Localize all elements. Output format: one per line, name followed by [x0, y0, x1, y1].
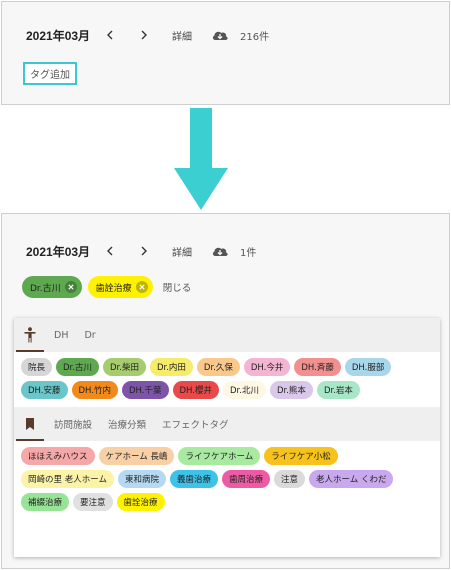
tag-chip[interactable]: ケアホーム 長嶋 [98, 447, 175, 465]
tag-add-button[interactable]: タグ追加 [23, 62, 77, 85]
selected-tag-label: Dr.古川 [30, 283, 61, 294]
tab-staff-dh[interactable]: DH [54, 329, 69, 341]
month-label: 2021年03月 [26, 28, 91, 43]
tag-chip[interactable]: Dr.岩本 [316, 381, 360, 399]
tag-chip[interactable]: 要注意 [73, 493, 113, 511]
tag-chip[interactable]: 岡崎の里 老人ホーム [21, 470, 114, 488]
person-icon [24, 327, 36, 343]
tag-chip[interactable]: Dr.久保 [196, 358, 240, 376]
next-month-button[interactable] [136, 27, 152, 43]
record-count: 1件 [240, 247, 257, 259]
next-month-button[interactable] [136, 243, 152, 259]
top-panel: 2021年03月 詳細 216件 タグ追加 [1, 1, 450, 105]
month-label: 2021年03月 [26, 244, 91, 259]
cloud-download-icon [212, 31, 228, 40]
month-header: 2021年03月 詳細 216件 [26, 26, 269, 44]
tab-bookmark[interactable] [14, 407, 46, 441]
tag-chip[interactable]: 注意 [274, 470, 306, 488]
download-button[interactable] [210, 27, 230, 43]
close-icon [68, 284, 74, 290]
tab-staff-person[interactable] [14, 318, 46, 352]
selected-tags: Dr.古川 歯詮治療 閉じる [22, 276, 191, 298]
tag-chip[interactable]: ほほえみハウス [21, 447, 95, 465]
tag-chip[interactable]: 義歯治療 [169, 470, 218, 488]
tag-chip[interactable]: 老人ホーム くわだ [309, 470, 394, 488]
tag-chip[interactable]: DH.千葉 [122, 381, 169, 399]
detail-link[interactable]: 詳細 [172, 31, 193, 43]
tag-chip[interactable]: ライフケア小松 [264, 447, 338, 465]
tag-chip[interactable]: DH.今井 [243, 358, 291, 376]
tab-staff-dr[interactable]: Dr [84, 329, 96, 341]
remove-tag-button[interactable] [64, 281, 77, 293]
tag-chip[interactable]: Dr.柴田 [102, 358, 146, 376]
chevron-left-icon [107, 30, 113, 40]
chevron-right-icon [141, 30, 148, 40]
cloud-download-icon [212, 247, 228, 256]
tag-chip[interactable]: Dr.古川 [56, 358, 99, 376]
tab-category[interactable]: 訪問施設 [54, 420, 93, 431]
selected-tag-label: 歯詮治療 [95, 283, 132, 294]
tag-chip[interactable]: DH.服部 [344, 358, 392, 376]
download-button[interactable] [210, 243, 230, 259]
record-count: 216件 [240, 31, 270, 43]
tag-chip[interactable]: Dr.内田 [149, 358, 193, 376]
tag-chip[interactable]: ライフケアホーム [178, 447, 261, 465]
tag-chip[interactable]: 歯詮治療 [116, 493, 165, 511]
staff-tab-bar: DH Dr [14, 318, 440, 352]
tag-chip[interactable]: 東和病院 [117, 470, 166, 488]
tag-chip[interactable]: DH.櫻井 [172, 381, 219, 399]
remove-tag-button[interactable] [135, 281, 148, 293]
category-tab-bar: 訪問施設 治療分類 エフェクトタグ [14, 407, 440, 441]
month-header: 2021年03月 詳細 1件 [26, 242, 256, 260]
category-chip-list: ほほえみハウスケアホーム 長嶋ライフケアホームライフケア小松岡崎の里 老人ホーム… [14, 441, 440, 515]
chevron-right-icon [141, 246, 148, 256]
tag-chip[interactable]: Dr.北川 [223, 381, 266, 399]
tag-chip[interactable]: 院長 [21, 358, 53, 376]
tag-chip[interactable]: 歯周治療 [221, 470, 270, 488]
down-arrow-icon [174, 108, 228, 210]
tab-category[interactable]: エフェクトタグ [162, 420, 229, 431]
selected-tag-chip[interactable]: Dr.古川 [22, 276, 82, 298]
tab-category[interactable]: 治療分類 [108, 420, 147, 431]
tag-chip[interactable]: Dr.熊本 [269, 381, 313, 399]
tag-chip[interactable]: DH.斉藤 [294, 358, 341, 376]
close-icon [139, 284, 145, 290]
tag-chip[interactable]: DH.竹内 [71, 381, 118, 399]
prev-month-button[interactable] [102, 27, 118, 43]
detail-link[interactable]: 詳細 [172, 247, 193, 259]
prev-month-button[interactable] [102, 243, 118, 259]
chevron-left-icon [107, 246, 113, 256]
bookmark-icon [26, 418, 34, 430]
selected-tag-chip[interactable]: 歯詮治療 [87, 276, 153, 298]
close-dropdown-link[interactable]: 閉じる [162, 283, 192, 294]
tag-chip[interactable]: 補綴治療 [21, 493, 70, 511]
tag-chip[interactable]: DH.安藤 [21, 381, 68, 399]
